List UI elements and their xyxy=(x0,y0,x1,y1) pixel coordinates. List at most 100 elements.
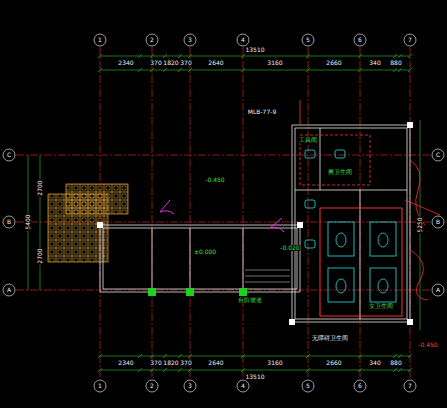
axis-bubble xyxy=(3,149,15,161)
dimension-text: 1820 xyxy=(162,60,179,66)
plan-note: -0.020 xyxy=(279,245,300,251)
washbasin xyxy=(335,150,345,158)
dimension-tick xyxy=(398,54,402,58)
dimension-line xyxy=(100,56,410,57)
pipe xyxy=(300,100,301,125)
dimension-text: 2660 xyxy=(325,360,342,366)
axis-number: 2 xyxy=(149,383,155,389)
axis-number: 2 xyxy=(149,37,155,43)
axis-lines xyxy=(3,34,444,392)
dimension-lines xyxy=(28,54,420,372)
fixture-stall xyxy=(370,222,396,256)
sanitary-fixtures xyxy=(305,150,396,302)
axis-bubble xyxy=(237,380,249,392)
washbasin xyxy=(305,150,315,158)
dimension-tick xyxy=(98,354,102,358)
wall xyxy=(320,128,321,190)
wall xyxy=(295,128,407,319)
toilet-symbol xyxy=(378,279,388,293)
axis-number: 7 xyxy=(407,383,413,389)
axis-bubble xyxy=(237,34,249,46)
stair-line xyxy=(245,270,290,282)
axis-number: C xyxy=(6,152,12,158)
toilet-symbol xyxy=(336,279,346,293)
axis-bubble xyxy=(302,380,314,392)
column xyxy=(289,319,295,325)
dimension-tick xyxy=(138,54,142,58)
dimension-tick xyxy=(241,54,245,58)
dimension-tick xyxy=(306,368,310,372)
dimension-tick xyxy=(163,54,167,58)
dimension-tick xyxy=(178,68,182,72)
axis-bubble xyxy=(354,34,366,46)
washbasin xyxy=(305,200,315,208)
dimension-tick xyxy=(178,54,182,58)
dimension-tick xyxy=(98,54,102,58)
axis-line xyxy=(308,47,309,379)
axis-bubble xyxy=(432,216,444,228)
dimension-tick xyxy=(188,354,192,358)
pipe xyxy=(410,160,425,225)
axis-number: 4 xyxy=(240,383,246,389)
dimension-tick xyxy=(188,368,192,372)
axis-number: B xyxy=(435,219,441,225)
dimension-tick xyxy=(241,354,245,358)
axis-bubble xyxy=(146,34,158,46)
dimension-tick xyxy=(98,68,102,72)
axis-number: 3 xyxy=(187,383,193,389)
axis-number: 4 xyxy=(240,37,246,43)
axis-bubble xyxy=(432,284,444,296)
axis-bubble xyxy=(302,34,314,46)
dimension-tick xyxy=(306,68,310,72)
dimension-text: 2340 xyxy=(117,360,134,366)
dimension-text: 2700 xyxy=(37,247,43,264)
dimension-tick xyxy=(98,368,102,372)
column xyxy=(297,222,303,228)
axis-number: A xyxy=(435,287,441,293)
plan-note: 无障碍卫生间 xyxy=(311,335,349,341)
dimension-tick xyxy=(358,54,362,58)
dimension-tick xyxy=(138,354,142,358)
dimension-tick xyxy=(138,68,142,72)
dimension-text: 13510 xyxy=(244,47,265,53)
axis-line xyxy=(16,290,431,291)
pipes xyxy=(245,100,440,300)
dimension-tick xyxy=(398,68,402,72)
axis-line xyxy=(16,155,431,156)
dimension-tick xyxy=(393,68,397,72)
axis-bubble xyxy=(432,149,444,161)
axis-bubble xyxy=(146,380,158,392)
axis-bubble xyxy=(184,34,196,46)
dimension-tick xyxy=(393,54,397,58)
plan-note: ±0.000 xyxy=(193,249,217,255)
plan-note: -0.450 xyxy=(417,342,438,348)
axis-number: B xyxy=(6,219,12,225)
dimension-text: 3160 xyxy=(266,360,283,366)
toilet-symbol xyxy=(336,233,346,247)
plan-note: 台阶坡道 xyxy=(237,297,263,303)
fixture-stall xyxy=(328,222,354,256)
wall xyxy=(100,225,300,292)
pipe xyxy=(405,200,440,215)
dimension-text: 880 xyxy=(389,60,402,66)
axis-number: 5 xyxy=(305,383,311,389)
axis-line xyxy=(152,47,153,379)
axis-bubble xyxy=(94,34,106,46)
dimension-tick xyxy=(408,354,412,358)
plan-note: -0.450 xyxy=(204,177,225,183)
dimension-tick xyxy=(138,368,142,372)
wall xyxy=(243,228,244,289)
dimension-tick xyxy=(393,354,397,358)
dimension-text: 370 xyxy=(149,360,162,366)
dimension-tick xyxy=(178,354,182,358)
axis-number: 1 xyxy=(97,383,103,389)
dimension-tick xyxy=(306,54,310,58)
door-swing xyxy=(160,200,174,214)
dimension-text: 2340 xyxy=(117,60,134,66)
column xyxy=(97,222,103,228)
axis-bubble xyxy=(94,380,106,392)
axis-bubble xyxy=(354,380,366,392)
door-swing xyxy=(270,218,284,232)
axis-bubble xyxy=(3,216,15,228)
dimension-line xyxy=(100,356,410,357)
